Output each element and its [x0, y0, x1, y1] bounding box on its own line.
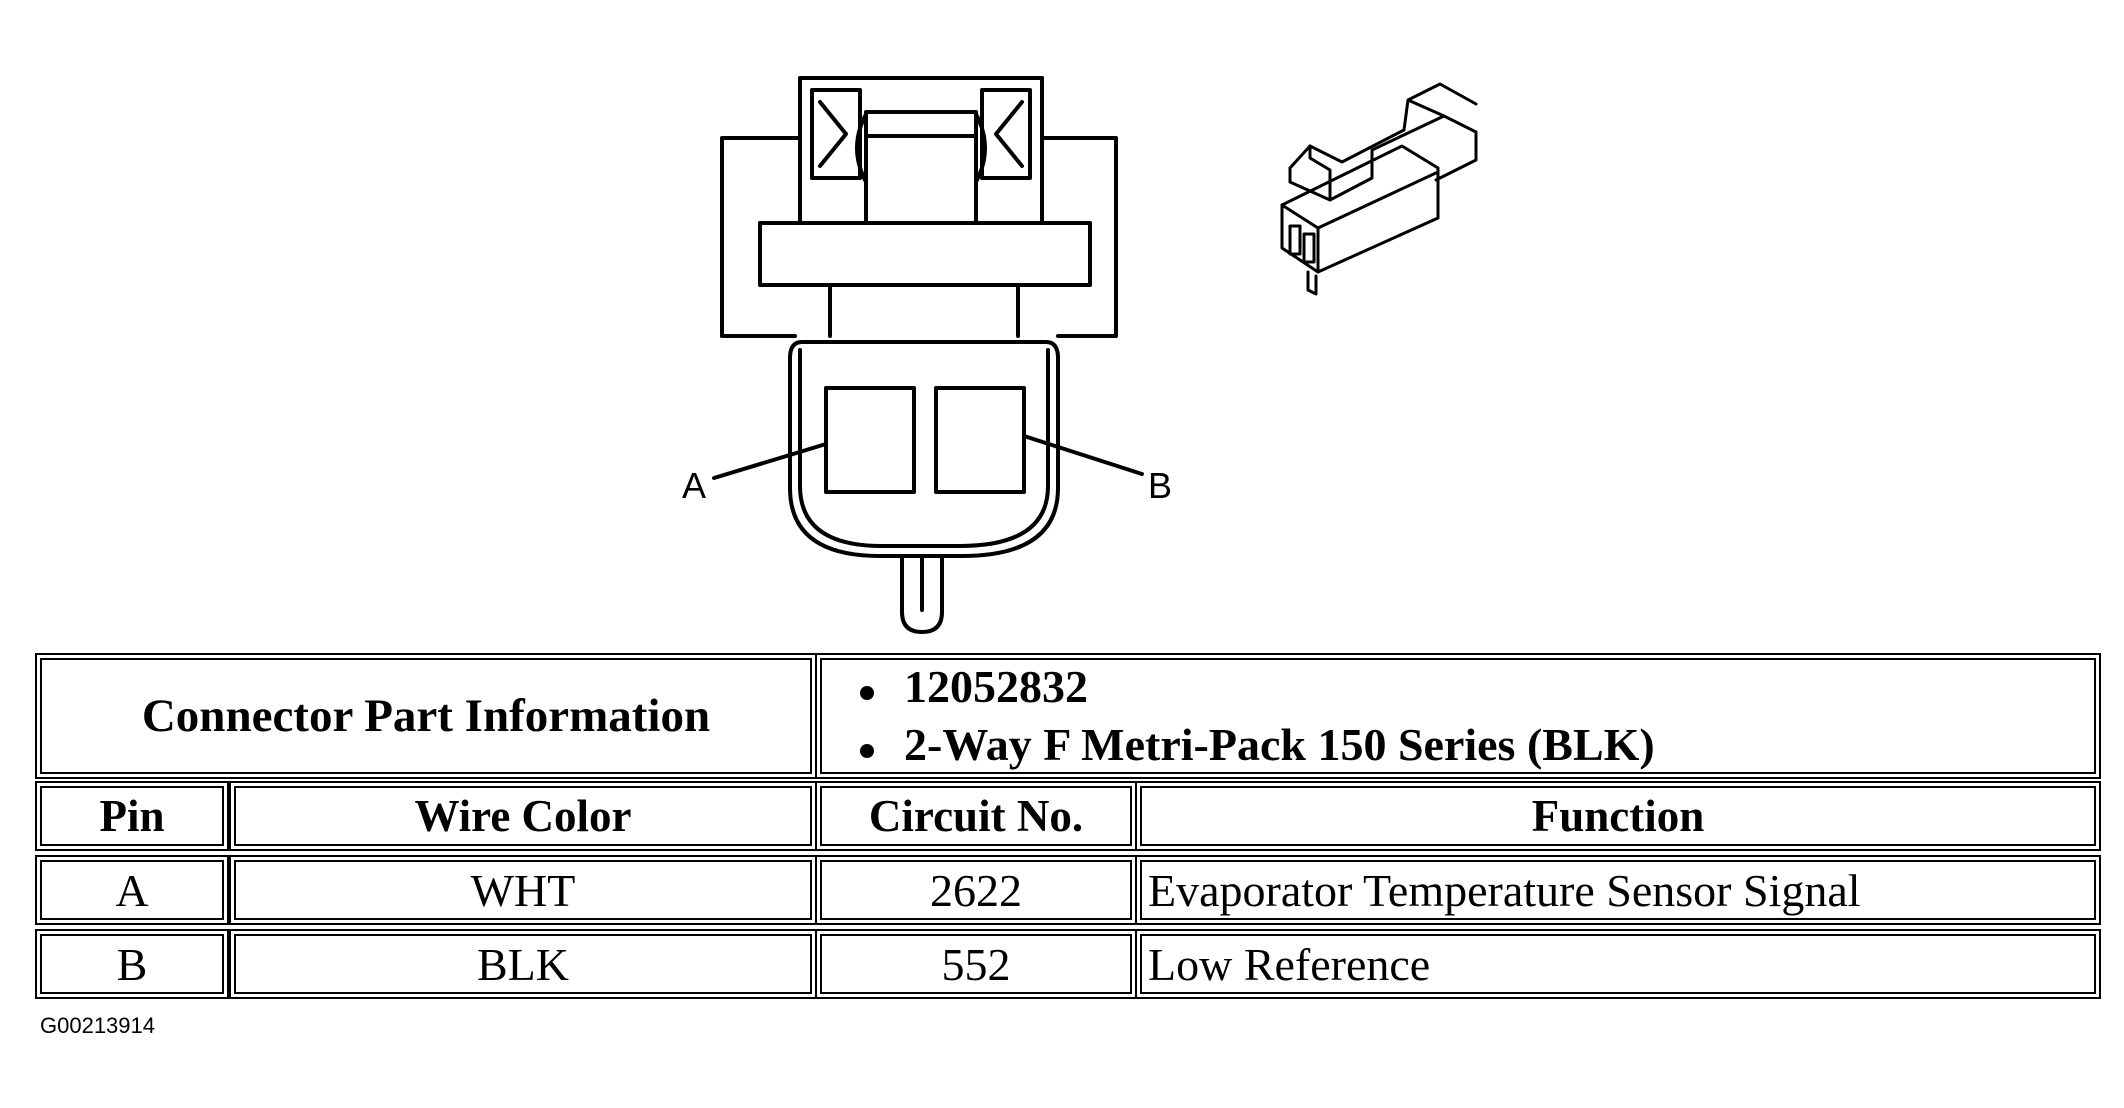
part-numbers-cell: 12052832 2-Way F Metri-Pack 150 Series (… — [815, 653, 2101, 779]
row-a-wire-color: WHT — [229, 855, 817, 925]
col-header-function: Function — [1135, 781, 2101, 851]
latch-tab — [864, 110, 978, 138]
row-a-pin: A — [35, 855, 229, 925]
row-a-pin-value: A — [115, 864, 149, 916]
cavity-housing — [788, 340, 1060, 558]
row-b-pin: B — [35, 929, 229, 999]
row-b-function-value: Low Reference — [1148, 938, 1431, 990]
col-header-wire-color: Wire Color — [229, 781, 817, 851]
col-header-circuit-no-label: Circuit No. — [868, 791, 1084, 841]
col-header-pin-label: Pin — [99, 791, 165, 841]
latch-curve-right — [974, 112, 987, 184]
iso-housing — [1280, 144, 1440, 274]
col-header-circuit-no: Circuit No. — [815, 781, 1137, 851]
bullet-icon — [860, 744, 874, 758]
row-b-function: Low Reference — [1135, 929, 2101, 999]
polarizing-key — [900, 554, 944, 634]
connector-cross-bar — [758, 221, 1092, 287]
pin-b-letter: B — [1148, 465, 1172, 506]
figure-id: G00213914 — [40, 1013, 155, 1038]
part-description-item: 2-Way F Metri-Pack 150 Series (BLK) — [860, 716, 1655, 774]
leader-b — [1022, 434, 1144, 476]
row-b-circuit-no: 552 — [815, 929, 1137, 999]
row-a-circuit-no: 2622 — [815, 855, 1137, 925]
connector-neck — [828, 283, 1020, 338]
cavity-housing-inner — [798, 348, 1050, 548]
part-description-text: 2-Way F Metri-Pack 150 Series (BLK) — [904, 719, 1655, 770]
part-number-text: 12052832 — [904, 661, 1088, 712]
latch-frame — [798, 76, 1044, 225]
iso-latch-top — [1308, 82, 1478, 164]
row-a-function-value: Evaporator Temperature Sensor Signal — [1148, 864, 1861, 916]
row-b-circuit-no-value: 552 — [941, 938, 1011, 990]
row-a-function: Evaporator Temperature Sensor Signal — [1135, 855, 2101, 925]
row-b-wire-color: BLK — [229, 929, 817, 999]
part-info-header-cell: Connector Part Information — [35, 653, 817, 779]
latch-center-channel — [864, 134, 978, 225]
cavity-a — [824, 386, 916, 494]
pin-a-letter: A — [682, 465, 706, 506]
leader-a — [712, 442, 828, 480]
latch-slot-left-chevron — [818, 100, 848, 168]
connector-housing-outline — [720, 76, 1118, 338]
latch-slot-right-chevron — [994, 100, 1024, 168]
connector-isometric-view — [1280, 82, 1478, 296]
iso-post — [1306, 270, 1318, 296]
bullet-icon — [860, 686, 874, 700]
row-b-wire-color-value: BLK — [477, 938, 569, 990]
part-info-header-label: Connector Part Information — [141, 690, 711, 742]
latch-curve-left — [855, 112, 868, 184]
iso-latch — [1288, 114, 1478, 202]
part-number-item: 12052832 — [860, 658, 1088, 716]
row-b-pin-value: B — [116, 938, 148, 990]
row-a-wire-color-value: WHT — [470, 864, 576, 916]
col-header-pin: Pin — [35, 781, 229, 851]
iso-cavity-left — [1288, 224, 1302, 256]
col-header-wire-color-label: Wire Color — [414, 791, 632, 841]
col-header-function-label: Function — [1531, 791, 1705, 841]
connector-diagram: A B — [682, 76, 1478, 634]
connector-face-view: A B — [682, 76, 1172, 634]
cavity-b — [934, 386, 1026, 494]
iso-cavity-right — [1302, 232, 1316, 264]
row-a-circuit-no-value: 2622 — [930, 864, 1022, 916]
iso-latch-step — [1288, 144, 1332, 202]
iso-housing-front — [1280, 170, 1440, 274]
